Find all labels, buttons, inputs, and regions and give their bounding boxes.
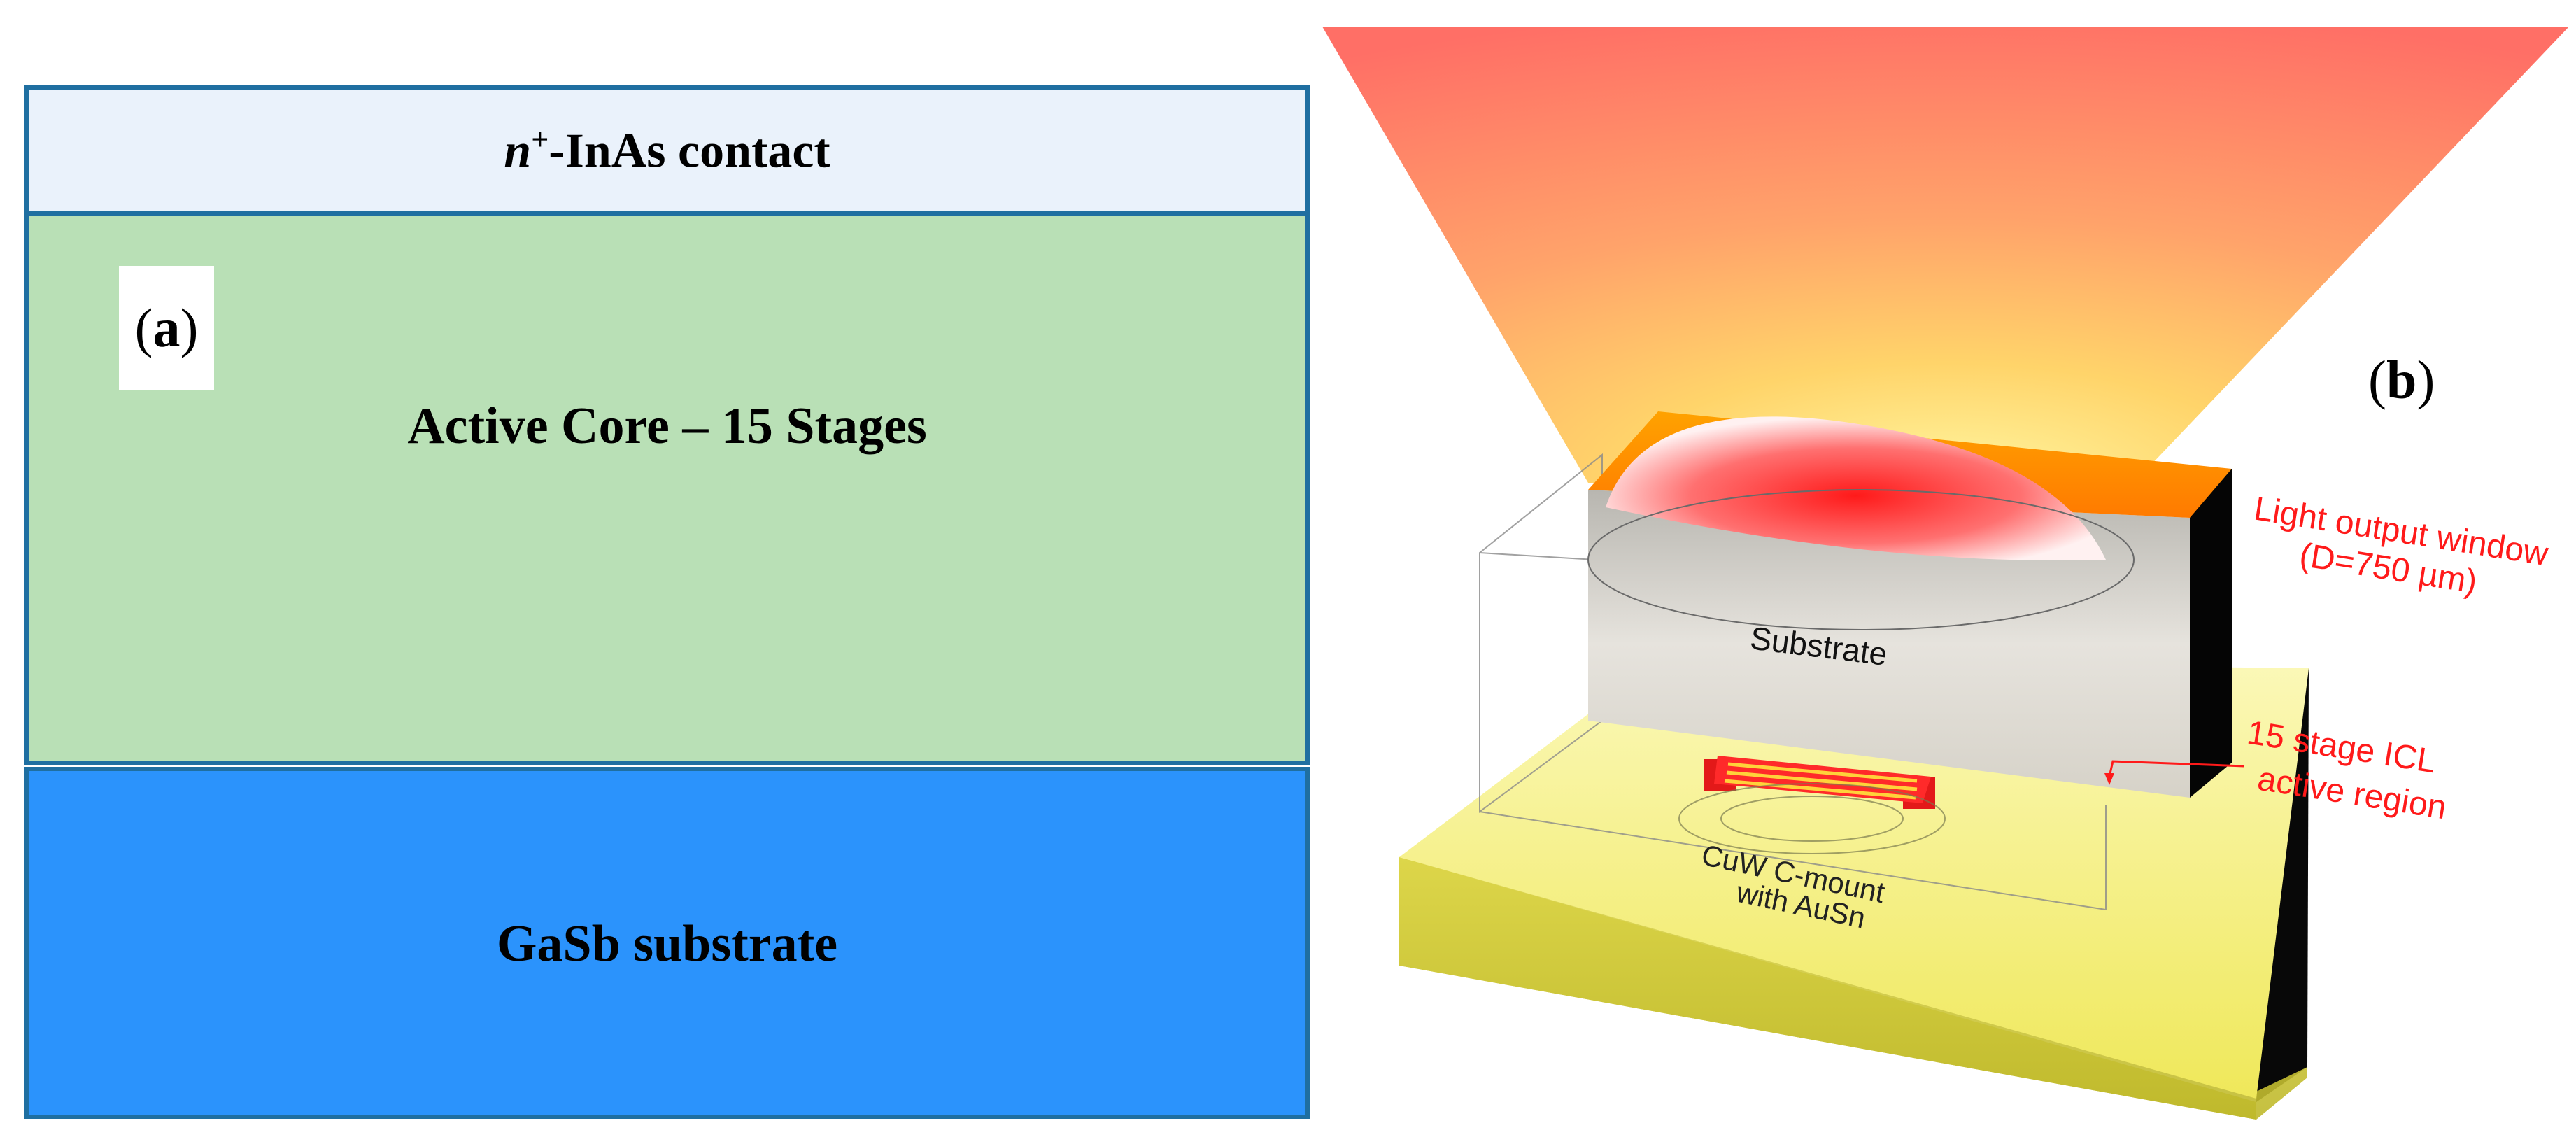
window-outline [1587, 489, 2135, 630]
panel-b-paren-close: ) [2416, 349, 2435, 410]
icl-active-region [1704, 756, 1935, 809]
panel-b-device-illustration: Light output window (D=750 µm) 15 stage … [1322, 0, 2576, 1137]
mount-front-face-shade [1399, 857, 2307, 1120]
contact-text: -InAs contact [549, 124, 830, 178]
icl-pointer-line [2108, 760, 2245, 777]
panel-b-paren-open: ( [2368, 349, 2386, 410]
contact-superscript: + [531, 122, 549, 157]
annotation-group: Light output window (D=750 µm) 15 stage … [2244, 490, 2551, 827]
icl-pointer-arrowhead [2104, 773, 2114, 785]
device-3d-svg: Light output window (D=750 µm) 15 stage … [1322, 27, 2569, 1120]
chip-front-face [1588, 490, 2190, 798]
panel-label-b: (b) [2368, 348, 2435, 411]
layer-substrate-label: GaSb substrate [496, 915, 838, 973]
panel-label-a: (a) [119, 266, 214, 390]
panel-a-paren-close: ) [180, 297, 199, 358]
emission-spot [1606, 416, 2106, 561]
chip-right-face [2190, 469, 2232, 798]
layer-contact-label: n+-InAs contact [504, 122, 830, 179]
heat-spread-rings [1678, 783, 1946, 854]
layer-contact: n+-InAs contact [24, 85, 1310, 216]
layer-gasb-substrate: GaSb substrate [24, 767, 1310, 1119]
layer-active-core: Active Core – 15 Stages [24, 211, 1310, 765]
contact-prefix: n [504, 124, 532, 178]
layer-active-core-label: Active Core – 15 Stages [407, 397, 927, 455]
panel-a-paren-open: ( [134, 297, 153, 358]
panel-b-letter: b [2386, 349, 2417, 410]
light-beam [1322, 27, 2569, 483]
panel-a-letter: a [153, 297, 181, 358]
